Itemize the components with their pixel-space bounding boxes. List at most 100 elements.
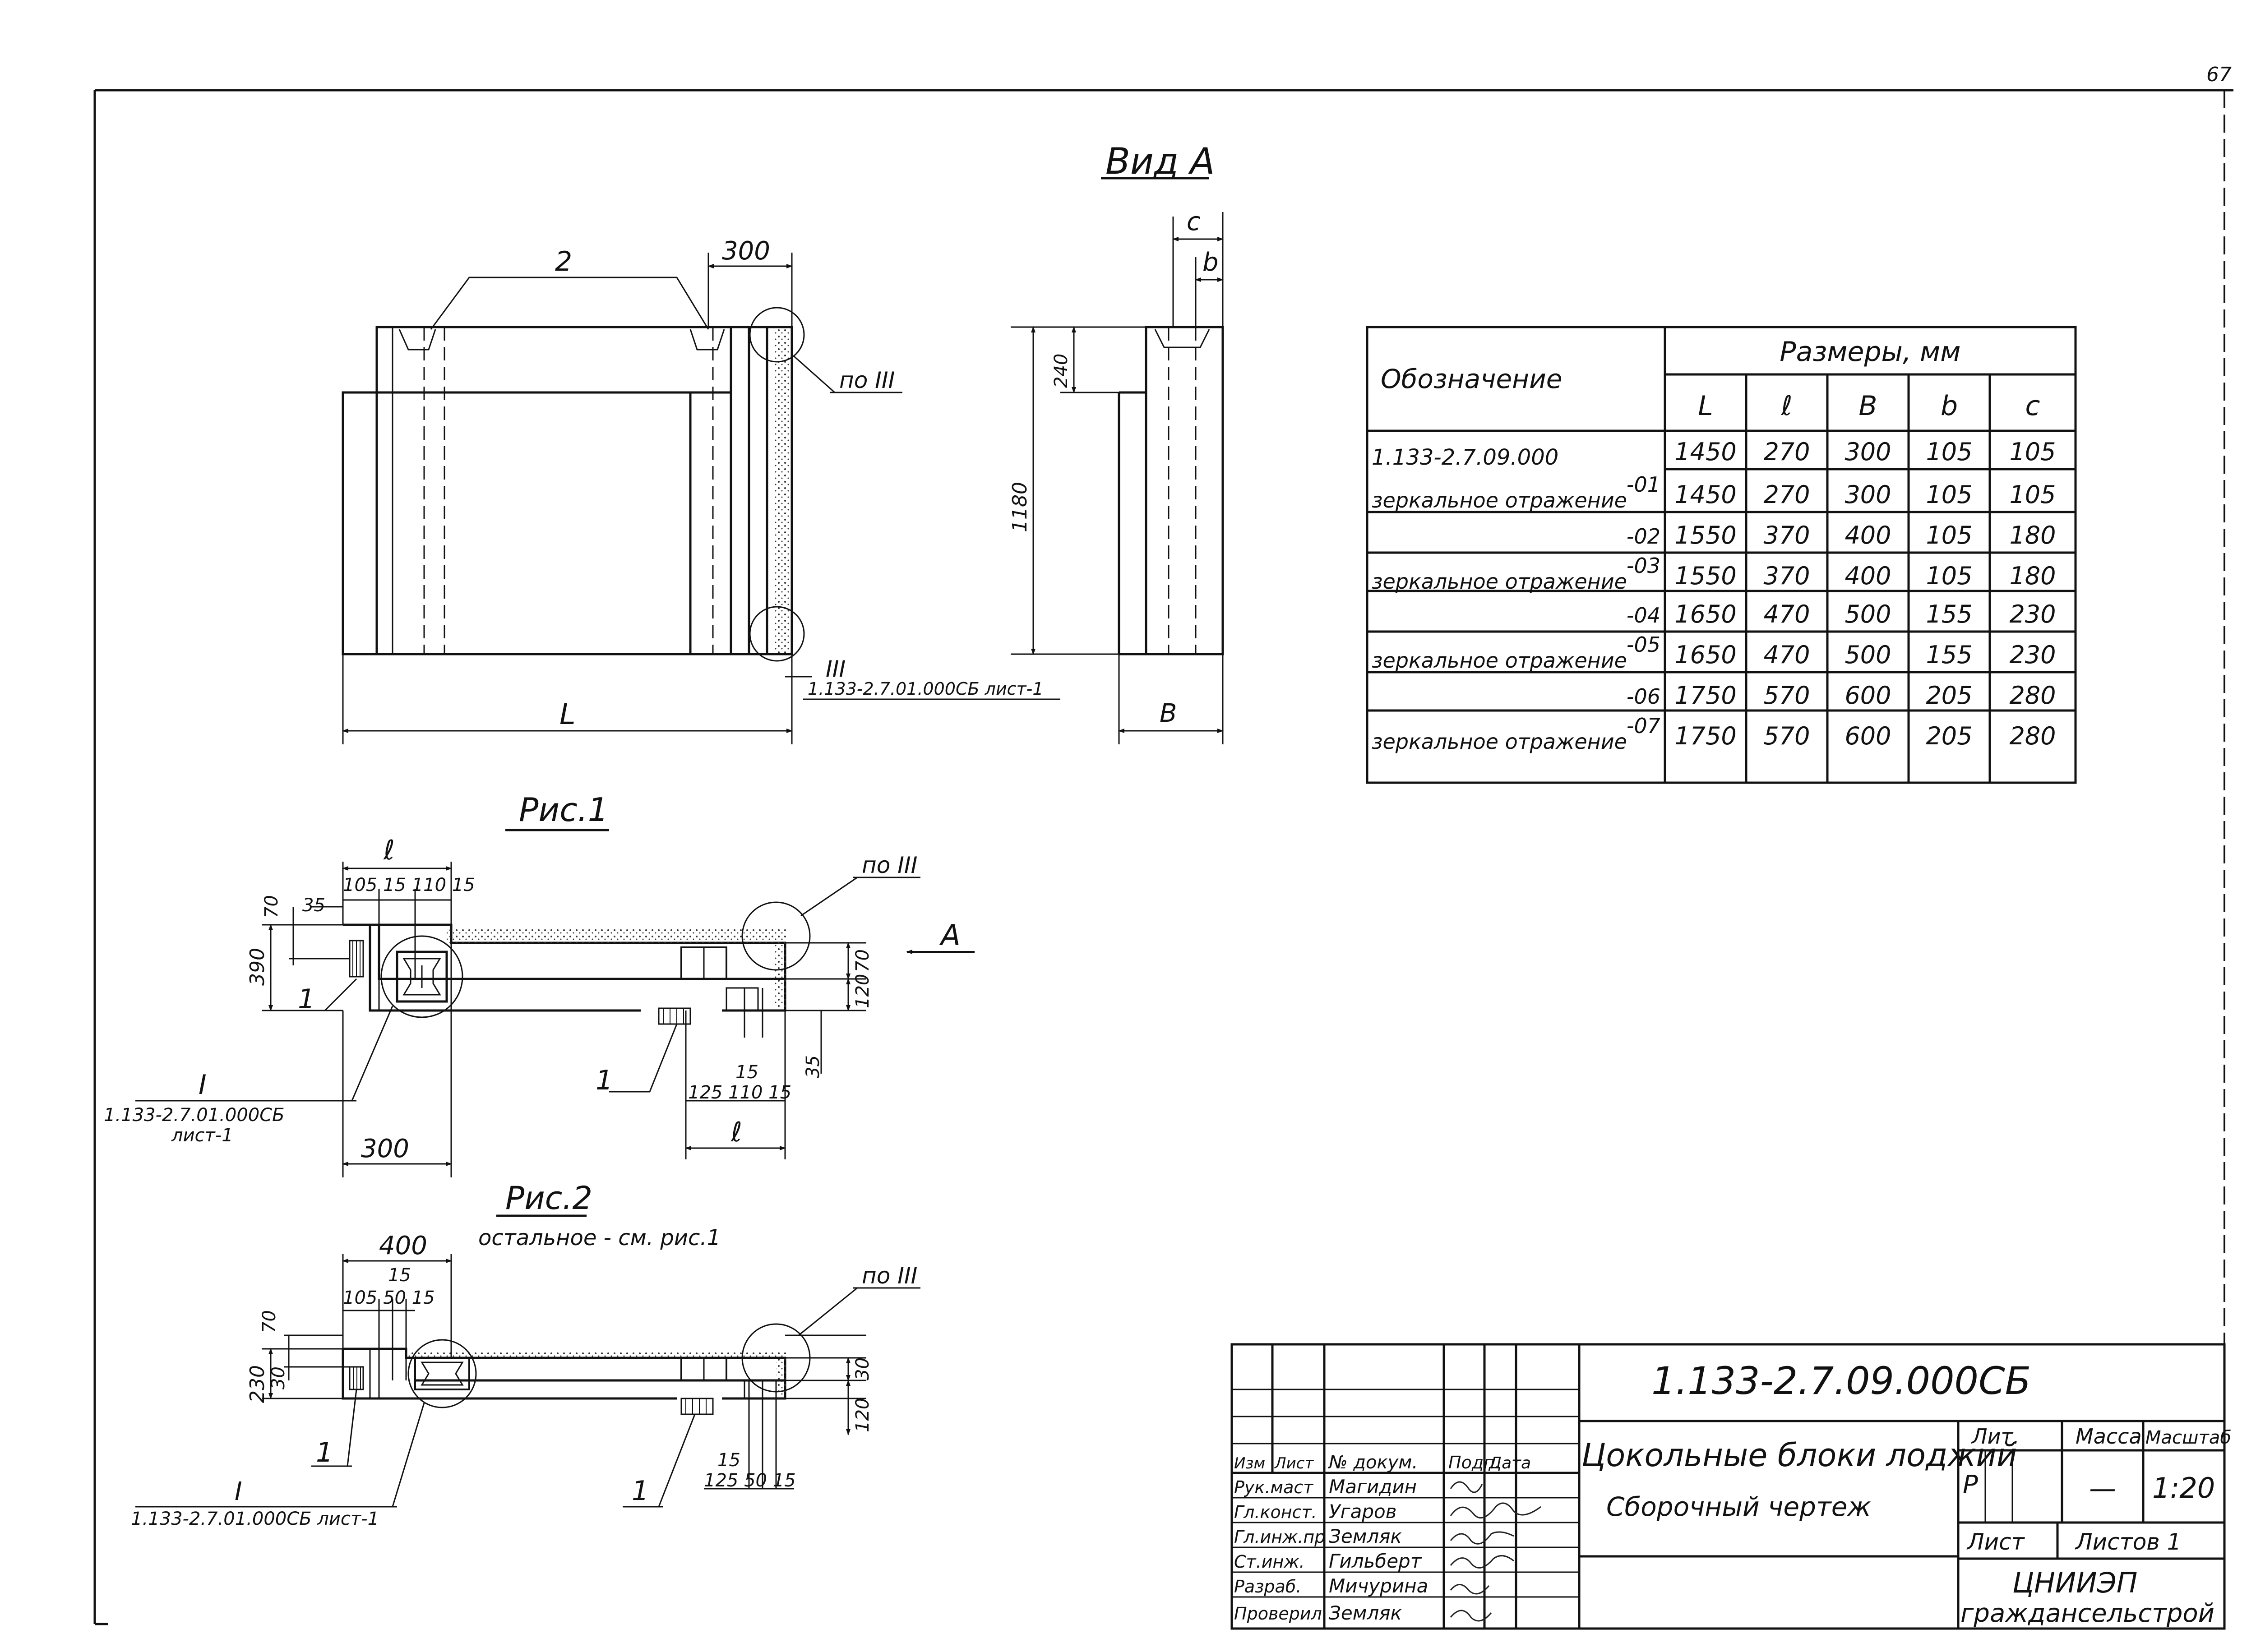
fig1-callout-1a: 1 bbox=[298, 983, 315, 1015]
table-cell: 270 bbox=[1763, 438, 1810, 466]
title-block-h-mass: Масса bbox=[2076, 1424, 2142, 1449]
table-row-name: зеркальное отражение bbox=[1372, 729, 1627, 754]
title-block-h-izm: Изм bbox=[1234, 1454, 1265, 1472]
fig1-dim-l-bottom: ℓ bbox=[730, 1117, 742, 1148]
table-col-header: ℓ bbox=[1781, 390, 1793, 422]
table-cell: 570 bbox=[1763, 722, 1810, 750]
table-row-suffix: -02 bbox=[1627, 524, 1660, 549]
fig1-view-arrow-a: А bbox=[939, 919, 961, 952]
title-block-title-line2: Сборочный чертеж bbox=[1606, 1491, 1871, 1522]
table-cell: 105 bbox=[1926, 521, 1972, 549]
table-row-suffix: -06 bbox=[1627, 684, 1660, 709]
view-a-dim-l: L bbox=[559, 698, 576, 731]
table-cell: 1550 bbox=[1674, 521, 1736, 549]
title-block-person: Земляк bbox=[1329, 1602, 1402, 1624]
table-cell: 370 bbox=[1763, 562, 1810, 590]
view-a-marker-iii: III bbox=[826, 656, 846, 682]
table-cell: 600 bbox=[1845, 681, 1891, 710]
fig2-ref: 1.133-2.7.01.000СБ лист-1 bbox=[131, 1509, 379, 1529]
table-cell: 500 bbox=[1845, 641, 1891, 669]
signature-scribbles bbox=[1450, 1481, 1541, 1622]
table-cell: 470 bbox=[1763, 641, 1810, 669]
table-cell: 1750 bbox=[1674, 722, 1736, 750]
fig2-dim-70: 70 bbox=[259, 1310, 280, 1333]
fig1-dim-l: ℓ bbox=[383, 835, 395, 866]
title-block-role: Гл.инж.пр bbox=[1234, 1527, 1325, 1547]
table-cell: 280 bbox=[2009, 722, 2056, 750]
dimension-table-grid bbox=[1366, 326, 2077, 784]
page-number: 67 bbox=[2206, 63, 2232, 86]
fig1-marker-i: I bbox=[199, 1069, 207, 1101]
view-a-dim-b-width: B bbox=[1160, 699, 1177, 728]
fig1-dim-35-right: 35 bbox=[803, 1055, 823, 1078]
fig1-dim-15: 15 bbox=[735, 1062, 758, 1083]
table-row-name: 1.133-2.7.09.000 bbox=[1372, 445, 1558, 470]
title-block-sheets-label: Листов 1 bbox=[2075, 1529, 2181, 1555]
title-block-role: Рук.маст bbox=[1234, 1477, 1314, 1497]
fig2-subtitle: остальное - см. рис.1 bbox=[478, 1225, 721, 1251]
table-row-suffix: -01 bbox=[1627, 472, 1660, 497]
table-cell: 1450 bbox=[1674, 438, 1736, 466]
fig1-dim-70: 70 bbox=[261, 895, 282, 918]
fig2-note-iii: по III bbox=[862, 1263, 917, 1289]
table-cell: 400 bbox=[1845, 562, 1891, 590]
table-header-group: Размеры, мм bbox=[1780, 336, 1960, 368]
table-row-name: зеркальное отражение bbox=[1372, 569, 1627, 594]
fig1-dims-top: 105 15 110 15 bbox=[343, 875, 475, 895]
fig2-marker-i: I bbox=[235, 1477, 242, 1506]
title-block-doc-code: 1.133-2.7.09.000СБ bbox=[1651, 1359, 2031, 1403]
table-header-designation: Обозначение bbox=[1381, 364, 1562, 394]
title-block-org-line1: ЦНИИЭП bbox=[2012, 1566, 2137, 1599]
title-block-person: Гильберт bbox=[1329, 1550, 1422, 1572]
table-col-header: В bbox=[1858, 390, 1877, 422]
table-cell: 500 bbox=[1845, 600, 1891, 628]
view-a-title: Вид А bbox=[1105, 140, 1215, 182]
table-cell: 1650 bbox=[1674, 600, 1736, 628]
table-col-header: c bbox=[2025, 390, 2040, 422]
fig1-callout-1b: 1 bbox=[596, 1065, 613, 1096]
fig2-dims-top: 105 50 15 bbox=[343, 1287, 435, 1308]
table-cell: 280 bbox=[2009, 681, 2056, 710]
table-cell: 300 bbox=[1845, 438, 1891, 466]
title-block-title-line1: Цокольные блоки лоджий bbox=[1581, 1437, 2017, 1474]
table-cell: 370 bbox=[1763, 521, 1810, 549]
title-block-person: Угаров bbox=[1329, 1500, 1397, 1523]
title-block-h-list: Лист bbox=[1274, 1454, 1314, 1472]
fig1-title: Рис.1 bbox=[519, 791, 609, 829]
title-block-h-sign: Подп. bbox=[1448, 1453, 1500, 1472]
table-cell: 270 bbox=[1763, 480, 1810, 509]
fig1-dim-120: 120 bbox=[852, 974, 873, 1008]
fig1-drawing bbox=[135, 829, 975, 1177]
title-block-h-lit: Лит. bbox=[1971, 1424, 2020, 1449]
title-block-h-date: Дата bbox=[1488, 1454, 1531, 1472]
table-cell: 1650 bbox=[1674, 641, 1736, 669]
table-cell: 180 bbox=[2009, 521, 2056, 549]
fig2-callout-1a: 1 bbox=[316, 1437, 333, 1468]
fig1-dim-35: 35 bbox=[302, 895, 325, 916]
view-a-dim-240: 240 bbox=[1051, 354, 1072, 388]
fig2-callout-1b: 1 bbox=[632, 1475, 649, 1507]
view-a bbox=[342, 177, 1224, 744]
table-cell: 470 bbox=[1763, 600, 1810, 628]
table-row-name: зеркальное отражение bbox=[1372, 488, 1627, 512]
table-cell: 205 bbox=[1926, 681, 1972, 710]
table-col-header: b bbox=[1941, 390, 1958, 422]
fig2-dim-30-right: 30 bbox=[852, 1357, 873, 1380]
table-cell: 105 bbox=[1926, 480, 1972, 509]
title-block-sheet-label: Лист bbox=[1966, 1529, 2025, 1555]
title-block-org-line2: граждансельстрой bbox=[1960, 1599, 2214, 1628]
title-block-person: Мичурина bbox=[1329, 1575, 1428, 1597]
table-row-suffix: -04 bbox=[1627, 603, 1660, 628]
fig2-drawing bbox=[135, 1214, 920, 1508]
title-block-person: Земляк bbox=[1329, 1525, 1402, 1547]
table-cell: 180 bbox=[2009, 562, 2056, 590]
fig1-note-iii: по III bbox=[862, 852, 917, 878]
title-block-role: Гл.конст. bbox=[1234, 1502, 1317, 1522]
title-block-role: Проверил bbox=[1234, 1604, 1322, 1624]
title-block-scale-value: 1:20 bbox=[2152, 1472, 2215, 1504]
table-row-suffix: -05 bbox=[1627, 632, 1660, 657]
fig2-dims-bottom: 125 50 15 bbox=[704, 1470, 796, 1491]
table-cell: 155 bbox=[1926, 600, 1972, 628]
